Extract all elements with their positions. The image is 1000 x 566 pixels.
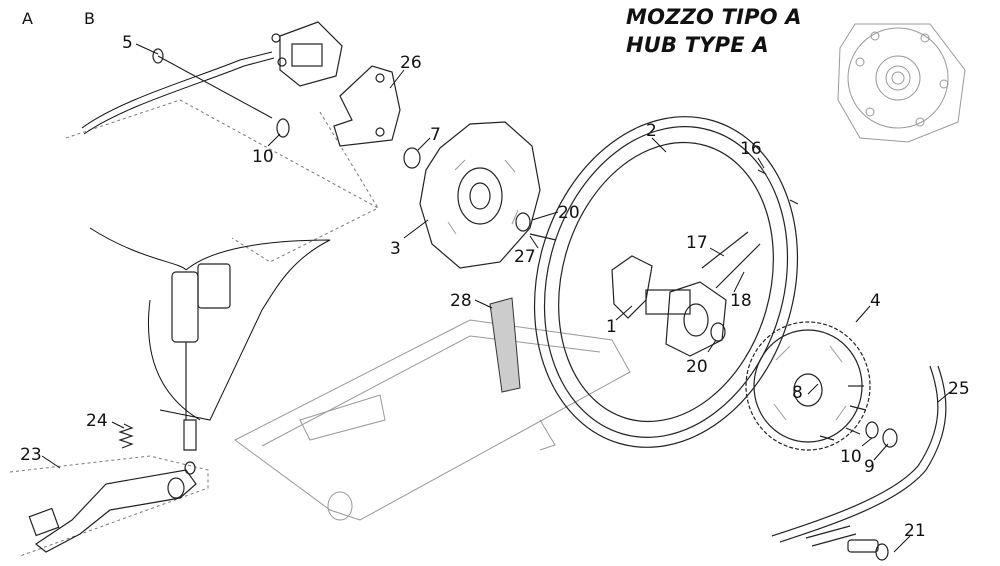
callout-18: 18 — [730, 291, 752, 311]
brake-cable — [81, 51, 331, 421]
part-5-pin — [152, 48, 273, 119]
column-a-label: A — [22, 9, 33, 28]
part-10-washer-upper — [276, 118, 290, 138]
brake-caliper — [271, 21, 343, 87]
swingarm — [234, 319, 631, 521]
hub-title-italian: MOZZO TIPO A — [626, 5, 802, 29]
column-b-label: B — [84, 9, 95, 28]
callout-1: 1 — [606, 317, 617, 337]
callout-2: 2 — [646, 121, 657, 141]
part-24-spring — [118, 423, 134, 449]
part-10-washer-lower — [865, 421, 879, 439]
callout-10-lower: 10 — [840, 447, 862, 467]
part-20-bearing-upper — [515, 212, 531, 232]
callout-21: 21 — [904, 521, 926, 541]
callout-20-lower: 20 — [686, 357, 708, 377]
part-21-master-link — [805, 525, 889, 561]
rear-master-cylinder — [171, 263, 231, 451]
part-2-wheel-rim — [533, 116, 799, 448]
part-9-nut — [882, 428, 898, 448]
part-26-caliper-bracket — [333, 65, 401, 147]
hub-type-a-inset — [837, 23, 966, 143]
callout-16: 16 — [740, 139, 762, 159]
callout-26: 26 — [400, 53, 422, 73]
callout-28: 28 — [450, 291, 472, 311]
callout-3: 3 — [390, 239, 401, 259]
callout-10-upper: 10 — [252, 147, 274, 167]
spokes — [701, 231, 761, 289]
callout-5: 5 — [122, 33, 133, 53]
callout-7: 7 — [430, 125, 441, 145]
leader-lines — [41, 43, 951, 553]
callout-9: 9 — [864, 457, 875, 477]
part-28-chain-guard — [489, 297, 521, 393]
callout-24: 24 — [86, 411, 108, 431]
callout-4: 4 — [870, 291, 881, 311]
part-16-spoke-nipple — [757, 169, 799, 205]
callout-27: 27 — [514, 247, 536, 267]
callout-25: 25 — [948, 379, 970, 399]
callout-20-upper: 20 — [558, 203, 580, 223]
hub-title-english: HUB TYPE A — [626, 33, 769, 57]
callout-17: 17 — [686, 233, 708, 253]
callout-8: 8 — [792, 383, 803, 403]
part-3-brake-disc — [419, 121, 541, 269]
callout-23: 23 — [20, 445, 42, 465]
part-7-spacer — [403, 147, 421, 169]
callout-labels: 5 26 7 10 2 16 20 3 27 17 18 28 1 4 20 8… — [20, 33, 970, 541]
part-23-brake-pedal — [9, 455, 209, 557]
part-25-chain — [771, 365, 947, 543]
sprocket-bolts — [819, 385, 867, 441]
part-1-hub — [611, 255, 727, 357]
part-20-bearing-lower — [710, 322, 726, 342]
